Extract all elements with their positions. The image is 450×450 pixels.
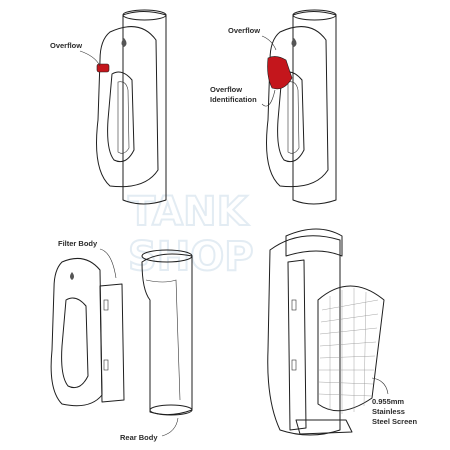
open-unit-cap: [285, 228, 343, 257]
pipe-top-rim: [292, 9, 337, 21]
label-overflow-identification-line2: Identification: [210, 95, 257, 104]
rear-pipe: [122, 11, 167, 205]
rear-body-top-rim: [141, 249, 193, 263]
label-overflow-left: Overflow: [50, 41, 82, 50]
label-steel-screen-line1: 0.955mm: [372, 397, 404, 406]
drop-icon: [70, 272, 74, 280]
drop-icon: [291, 38, 297, 47]
housing-inner-groove: [117, 81, 130, 154]
rear-body-bottom-rim: [149, 404, 193, 416]
label-steel-screen-line3: Steel Screen: [372, 417, 417, 426]
frame-slot: [103, 299, 109, 311]
leader-rear-body: [161, 417, 179, 437]
open-unit-housing: [267, 235, 341, 436]
label-overflow-right: Overflow: [228, 26, 260, 35]
label-rear-body: Rear Body: [120, 433, 158, 442]
filter-housing: [96, 26, 159, 188]
unit-bottom-left: Filter Body Rear Body: [50, 239, 193, 442]
watermark-line-1: TANK: [128, 189, 250, 235]
frame-slot: [103, 359, 109, 371]
overflow-red-region: [267, 56, 293, 90]
leader-overflow-left: [79, 50, 101, 67]
unit-top-right: Overflow Overflow Identification: [210, 9, 337, 205]
label-filter-body: Filter Body: [58, 239, 98, 248]
label-overflow-identification-line1: Overflow: [210, 85, 242, 94]
open-unit-rail: [287, 259, 307, 431]
open-unit-base: [295, 419, 353, 435]
watermark: TANK SHOP: [127, 188, 255, 281]
housing-inner-groove: [287, 81, 300, 154]
leader-steel-screen: [371, 377, 389, 395]
screen-mesh: [318, 288, 379, 414]
filter-body-housing: [50, 257, 103, 407]
leader-filter-body: [99, 248, 117, 279]
housing-inner-panel: [277, 71, 305, 163]
filter-housing: [266, 26, 329, 188]
leader-overflow-right: [261, 35, 277, 51]
unit-top-left: Overflow: [50, 9, 167, 205]
stainless-steel-screen: [317, 285, 385, 412]
leader-overflow-identification: [261, 89, 276, 107]
rail-slot: [291, 299, 297, 311]
rear-pipe: [292, 11, 337, 205]
watermark-line-2: SHOP: [128, 234, 254, 280]
drop-icon: [121, 38, 127, 47]
housing-inner-panel: [107, 71, 135, 163]
label-steel-screen-line2: Stainless: [372, 407, 405, 416]
rail-slot: [291, 359, 297, 371]
overflow-red-tab: [96, 63, 110, 73]
pipe-top-rim: [122, 9, 167, 21]
filter-body-inner-panel: [61, 297, 89, 389]
filter-body-frame: [99, 283, 125, 403]
rear-body-edge: [145, 279, 181, 401]
unit-bottom-right: 0.955mm Stainless Steel Screen: [267, 228, 417, 436]
